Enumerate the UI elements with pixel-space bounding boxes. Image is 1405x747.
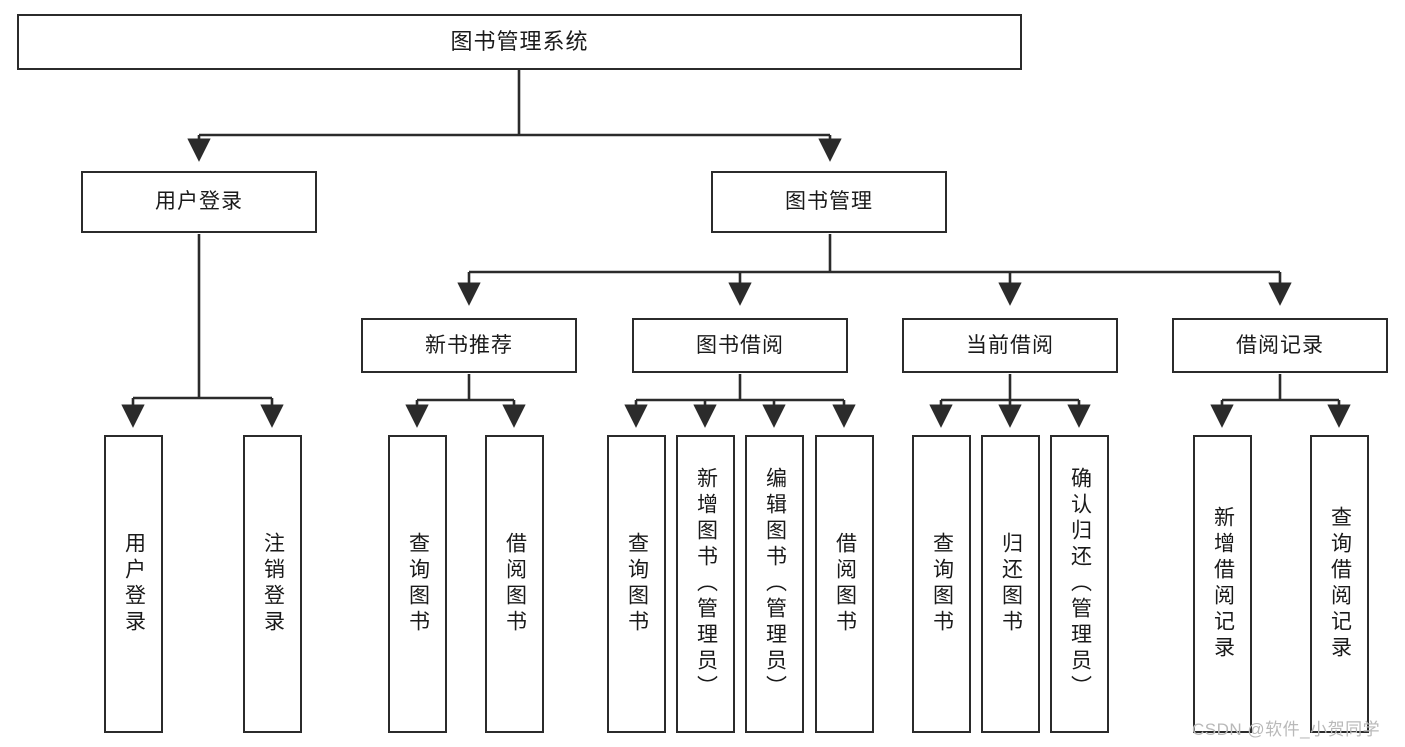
- node-new-book-recommend-label: 新书推荐: [425, 333, 513, 357]
- leaf-return-book-label: 归还图书: [999, 532, 1023, 636]
- node-book-borrow[interactable]: 图书借阅: [632, 318, 848, 373]
- leaf-query-book-3[interactable]: 查询图书: [912, 435, 971, 733]
- leaf-query-record-label: 查询借阅记录: [1328, 506, 1352, 662]
- node-new-book-recommend[interactable]: 新书推荐: [361, 318, 577, 373]
- leaf-query-record[interactable]: 查询借阅记录: [1310, 435, 1369, 733]
- node-book-manage-label: 图书管理: [785, 190, 873, 214]
- csdn-watermark: CSDN @软件_小贺同学: [1192, 720, 1381, 739]
- leaf-return-book[interactable]: 归还图书: [981, 435, 1040, 733]
- leaf-add-record[interactable]: 新增借阅记录: [1193, 435, 1252, 733]
- leaf-user-login-label: 用户登录: [122, 532, 146, 636]
- leaf-confirm-return-label: 确认归还（管理员）: [1068, 467, 1092, 701]
- leaf-add-book[interactable]: 新增图书（管理员）: [676, 435, 735, 733]
- leaf-query-book-1-label: 查询图书: [406, 532, 430, 636]
- leaf-user-login[interactable]: 用户登录: [104, 435, 163, 733]
- node-borrow-record[interactable]: 借阅记录: [1172, 318, 1388, 373]
- node-root-label: 图书管理系统: [450, 28, 589, 54]
- node-current-borrow-label: 当前借阅: [966, 333, 1054, 357]
- leaf-logout-login[interactable]: 注销登录: [243, 435, 302, 733]
- node-book-borrow-label: 图书借阅: [696, 333, 784, 357]
- leaf-add-book-label: 新增图书（管理员）: [694, 467, 718, 701]
- node-user-login-label: 用户登录: [155, 190, 243, 214]
- node-borrow-record-label: 借阅记录: [1236, 333, 1324, 357]
- leaf-borrow-book-2-label: 借阅图书: [833, 532, 857, 636]
- leaf-add-record-label: 新增借阅记录: [1211, 506, 1235, 662]
- node-root[interactable]: 图书管理系统: [17, 14, 1022, 70]
- leaf-query-book-1[interactable]: 查询图书: [388, 435, 447, 733]
- leaf-edit-book-label: 编辑图书（管理员）: [763, 467, 787, 701]
- leaf-logout-login-label: 注销登录: [261, 532, 285, 636]
- node-current-borrow[interactable]: 当前借阅: [902, 318, 1118, 373]
- leaf-confirm-return[interactable]: 确认归还（管理员）: [1050, 435, 1109, 733]
- leaf-borrow-book-1-label: 借阅图书: [503, 532, 527, 636]
- node-user-login[interactable]: 用户登录: [81, 171, 317, 233]
- leaf-query-book-3-label: 查询图书: [930, 532, 954, 636]
- leaf-edit-book[interactable]: 编辑图书（管理员）: [745, 435, 804, 733]
- leaf-borrow-book-2[interactable]: 借阅图书: [815, 435, 874, 733]
- leaf-borrow-book-1[interactable]: 借阅图书: [485, 435, 544, 733]
- leaf-query-book-2[interactable]: 查询图书: [607, 435, 666, 733]
- node-book-manage[interactable]: 图书管理: [711, 171, 947, 233]
- leaf-query-book-2-label: 查询图书: [625, 532, 649, 636]
